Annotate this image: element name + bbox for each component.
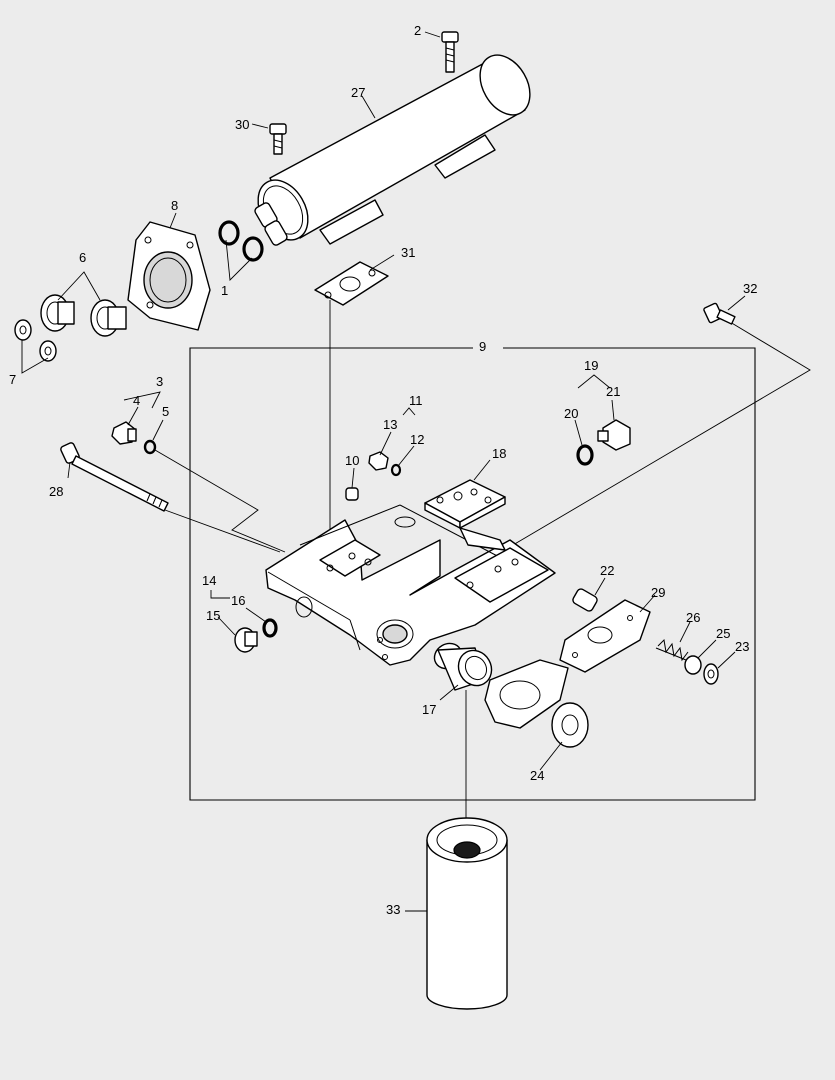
bolt-28 — [60, 442, 169, 512]
washer-7b — [39, 340, 57, 362]
callout-4: 4 — [133, 393, 140, 408]
alignment-line-bolt32 — [512, 321, 811, 546]
leader-lines — [21, 31, 746, 912]
callout-25: 25 — [716, 626, 730, 641]
washer-24 — [551, 702, 589, 748]
washer-23-hole — [707, 669, 715, 679]
plug-13 — [368, 451, 389, 471]
alignment-line-plug4 — [154, 449, 286, 553]
o-ring-1b — [242, 236, 264, 262]
sleeve-17 — [433, 642, 493, 691]
callout-20: 20 — [564, 406, 578, 421]
callout-13: 13 — [383, 417, 397, 432]
gasket-29 — [559, 599, 651, 673]
callout-23: 23 — [735, 639, 749, 654]
callout-9: 9 — [479, 339, 486, 354]
callout-32: 32 — [743, 281, 757, 296]
callout-27: 27 — [351, 85, 365, 100]
plug-21 — [597, 419, 631, 451]
callout-22: 22 — [600, 563, 614, 578]
callout-2: 2 — [414, 23, 421, 38]
callout-26: 26 — [686, 610, 700, 625]
o-ring-20 — [576, 444, 594, 466]
washer-7a-hole — [19, 325, 27, 335]
o-ring-1a — [218, 220, 240, 246]
bolt-2 — [441, 31, 459, 73]
plug-25 — [684, 655, 702, 675]
adapter-plate-8 — [127, 221, 211, 331]
valve-body — [265, 504, 556, 666]
callout-15: 15 — [206, 608, 220, 623]
callout-6: 6 — [79, 250, 86, 265]
bolt-30 — [269, 123, 287, 155]
callout-28: 28 — [49, 484, 63, 499]
callout-11: 11 — [409, 393, 423, 408]
washer-7a — [14, 319, 32, 341]
fitting-6a — [40, 294, 75, 332]
alignment-line-bolt28 — [164, 509, 281, 553]
o-ring-5 — [143, 439, 157, 455]
callout-30: 30 — [235, 117, 249, 132]
callout-16: 16 — [231, 593, 245, 608]
callout-3: 3 — [156, 374, 163, 389]
callout-14: 14 — [202, 573, 216, 588]
callout-19: 19 — [584, 358, 598, 373]
gasket-31 — [314, 261, 389, 306]
callout-labels: 1 2 3 4 5 6 7 8 9 10 11 12 13 14 15 16 1… — [9, 23, 757, 917]
subassembly-frame — [189, 347, 756, 801]
plug-22 — [572, 588, 598, 612]
callout-7: 7 — [9, 372, 16, 387]
callout-21: 21 — [606, 384, 620, 399]
oil-cooler — [254, 54, 531, 246]
callout-10: 10 — [345, 453, 359, 468]
block-18 — [424, 479, 506, 551]
callout-24: 24 — [530, 768, 544, 783]
callout-1: 1 — [221, 283, 228, 298]
callout-5: 5 — [162, 404, 169, 419]
washer-23 — [703, 663, 719, 685]
o-ring-12 — [390, 463, 402, 477]
callout-8: 8 — [171, 198, 178, 213]
callout-12: 12 — [410, 432, 424, 447]
washer-7b-hole — [44, 346, 52, 356]
washer-24-hole — [561, 714, 579, 736]
callout-18: 18 — [492, 446, 506, 461]
spring-26 — [655, 638, 689, 662]
callout-29: 29 — [651, 585, 665, 600]
fitting-6b — [90, 299, 127, 337]
valve-body-bore — [376, 619, 414, 649]
plug-4 — [111, 421, 137, 445]
callout-33: 33 — [386, 902, 400, 917]
callout-17: 17 — [422, 702, 436, 717]
plug-15 — [234, 627, 258, 653]
filter-33 — [426, 817, 508, 1010]
gasket-lower — [484, 659, 569, 729]
callout-31: 31 — [401, 245, 415, 260]
bolt-32 — [703, 302, 736, 325]
plug-10 — [345, 487, 359, 501]
o-ring-16 — [262, 618, 278, 638]
